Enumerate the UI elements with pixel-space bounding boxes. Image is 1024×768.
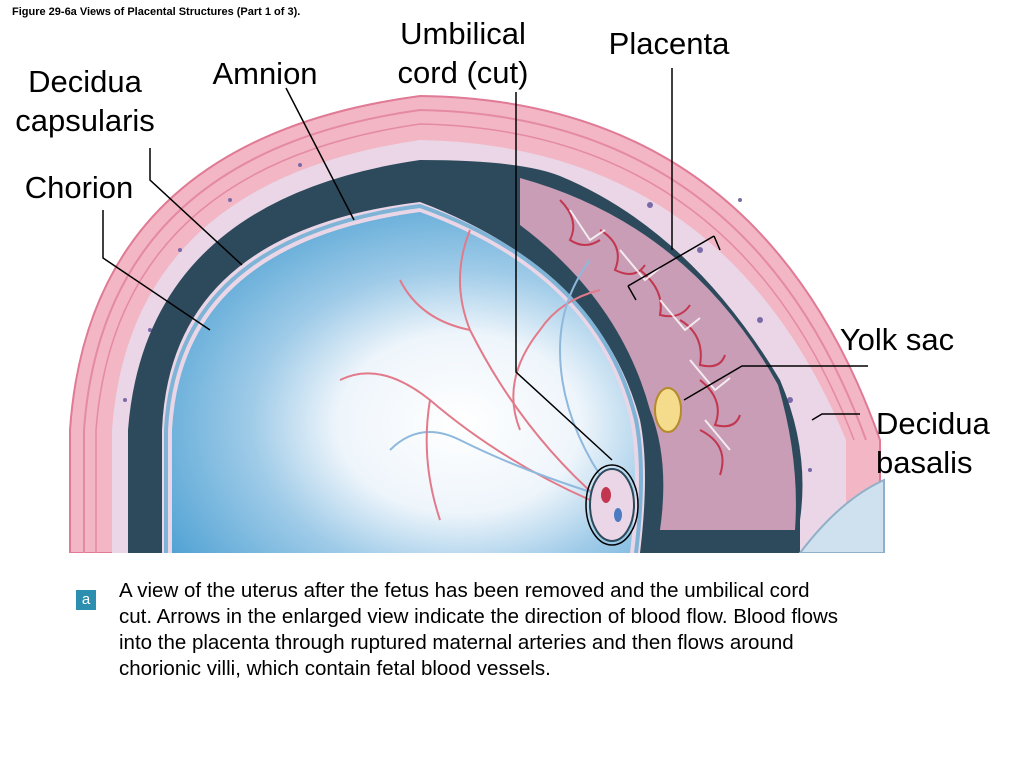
yolk-sac (654, 387, 682, 433)
leader-chorion (102, 210, 211, 331)
placenta-villi (520, 178, 796, 530)
label-chorion: Chorion (24, 170, 134, 205)
label-amnion: Amnion (212, 56, 318, 91)
placenta-bracket (627, 235, 715, 287)
umbilical-cord-stump (589, 468, 635, 542)
label-yolk-sac: Yolk sac (839, 322, 955, 357)
figure-caption: Figure 29-6a Views of Placental Structur… (12, 6, 301, 18)
leader-umbilical-cord (515, 92, 613, 461)
label-decidua-capsularis: Decidua capsularis (15, 64, 155, 138)
label-umbilical-cord: Umbilical cord (cut) (397, 16, 529, 90)
leader-yolk-sac (683, 365, 868, 401)
leader-decidua-capsularis (149, 148, 243, 266)
cord-highlight-circle (585, 464, 639, 546)
figure-description: A view of the uterus after the fetus has… (119, 579, 839, 680)
label-placenta: Placenta (608, 26, 730, 61)
label-decidua-basalis: Decidua basalis (876, 406, 990, 480)
panel-letter-badge: a (76, 590, 96, 610)
leader-decidua-basalis (811, 413, 860, 421)
leader-amnion (285, 87, 355, 221)
